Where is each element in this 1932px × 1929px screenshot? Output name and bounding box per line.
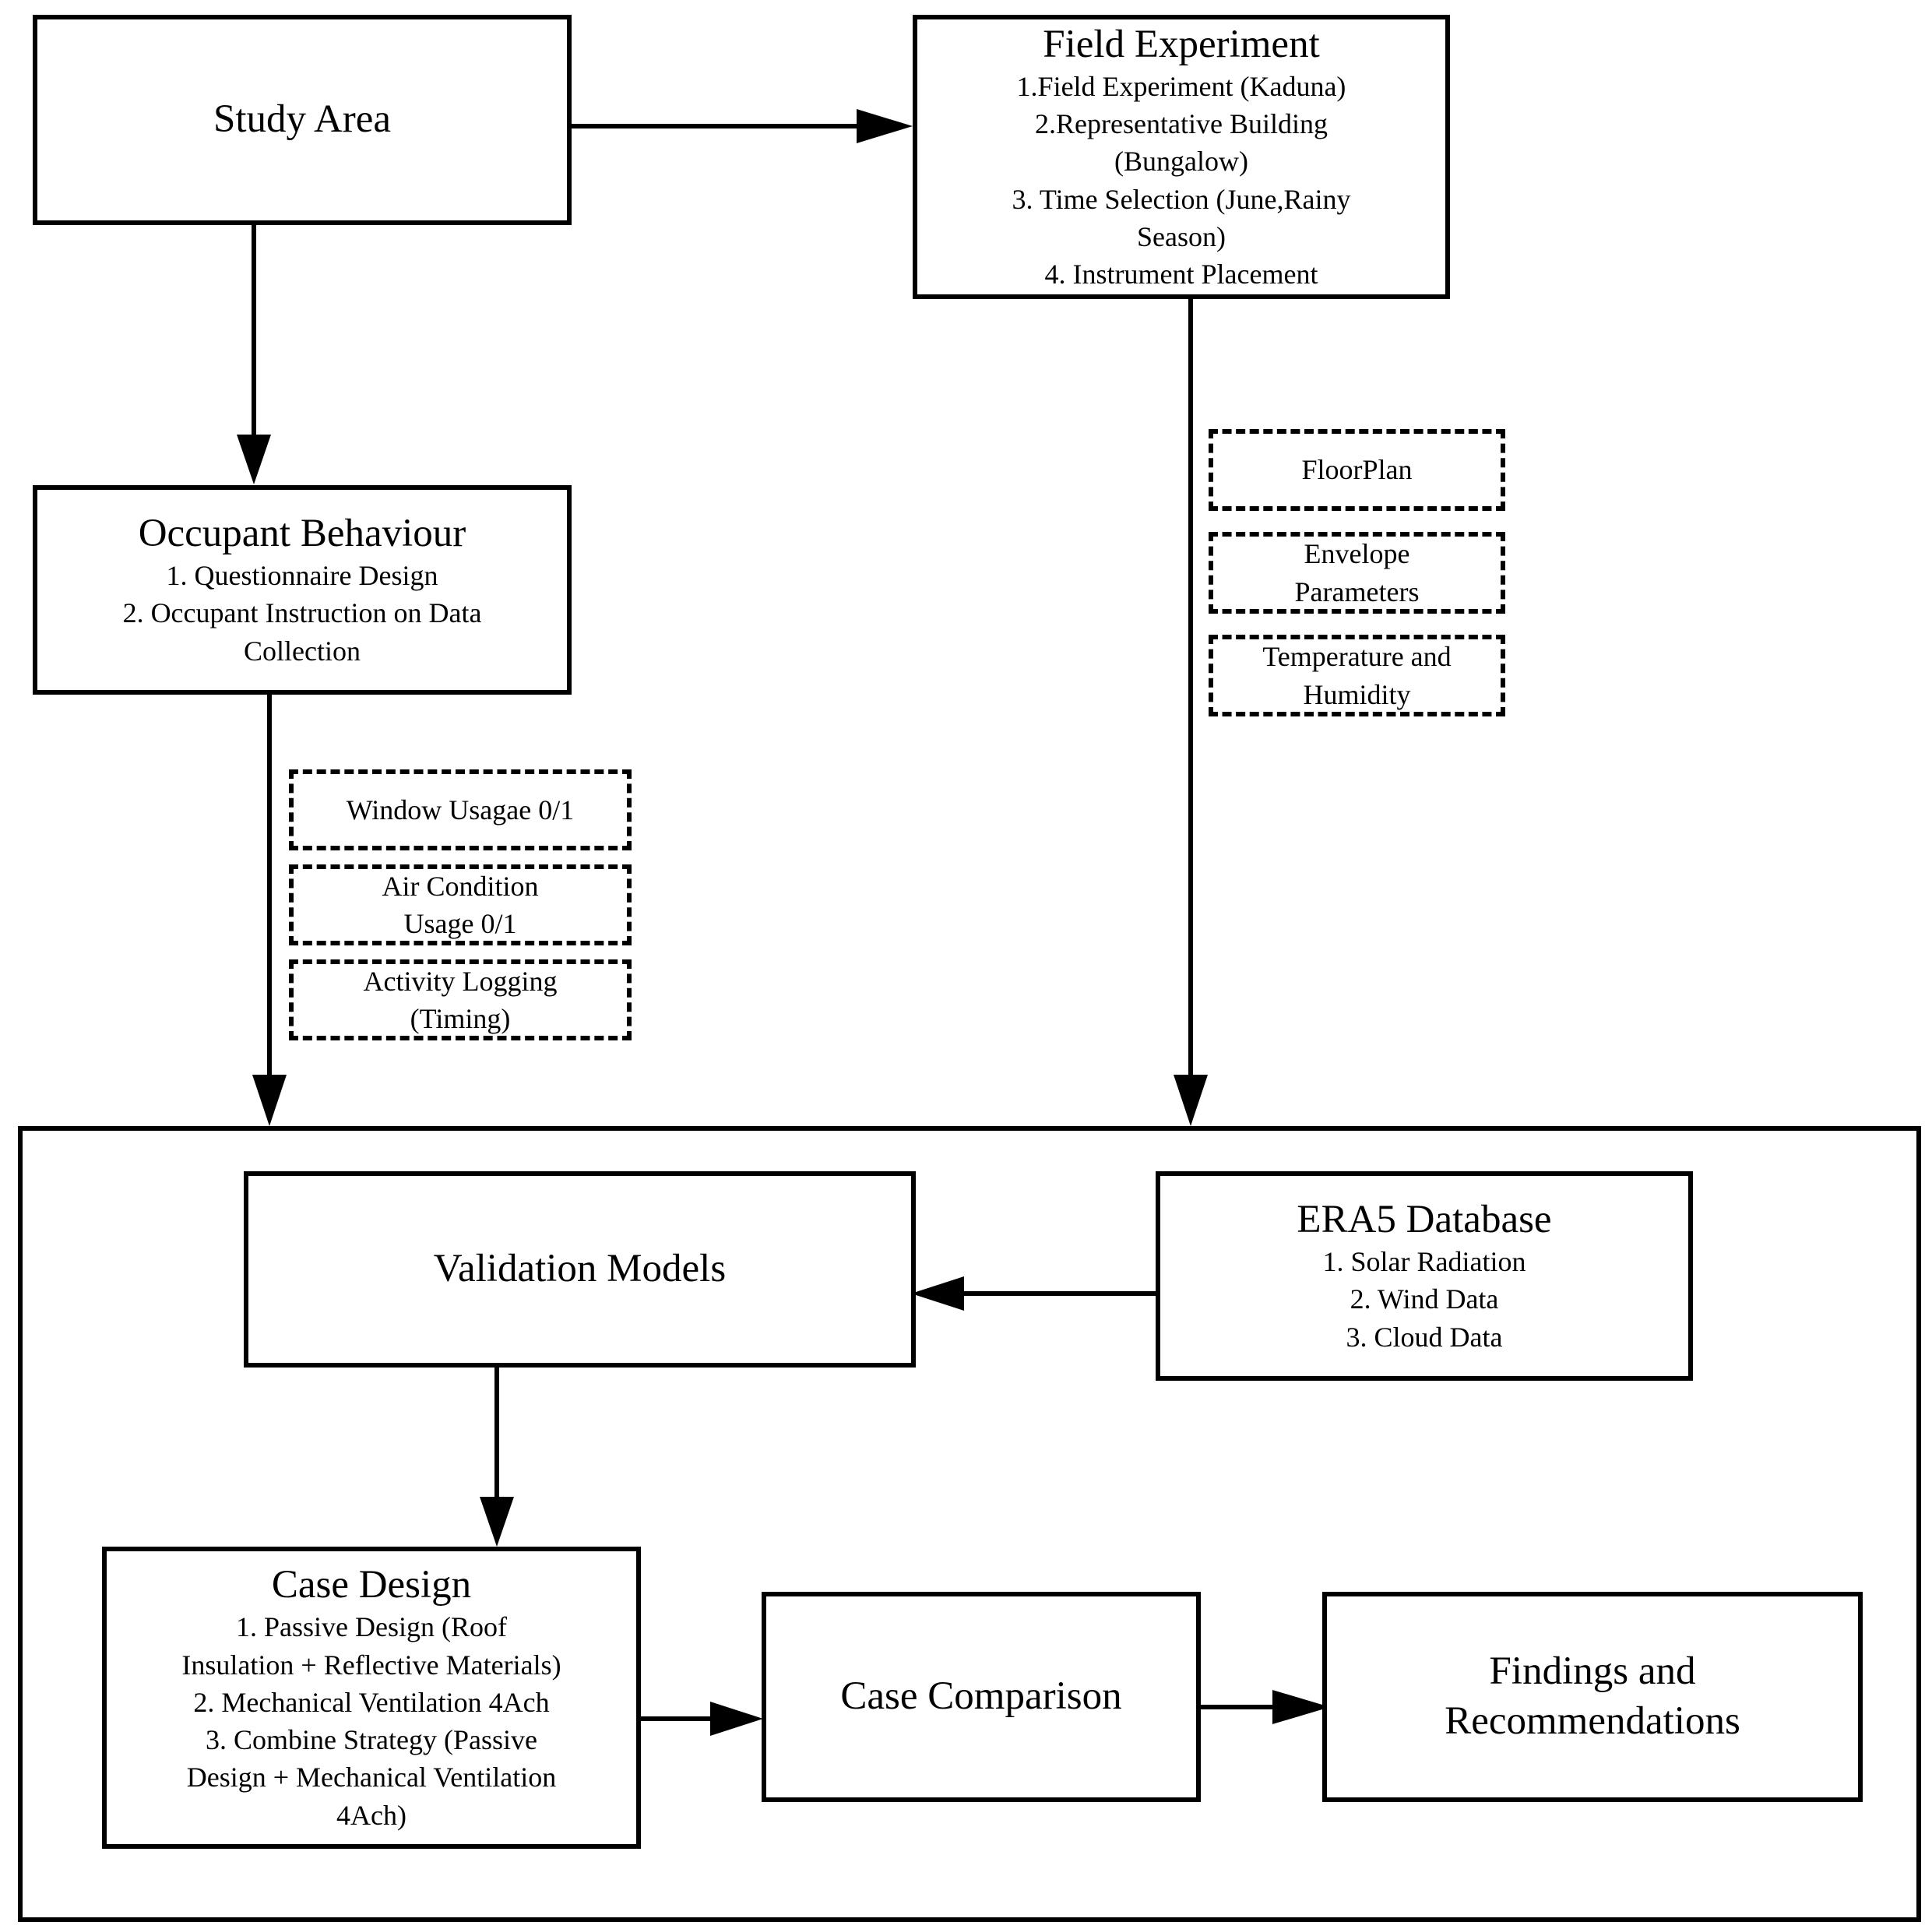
era5-database-item: 2. Wind Data bbox=[1350, 1283, 1499, 1315]
floor-plan-box: FloorPlan bbox=[1209, 429, 1505, 511]
case-comparison-title: Case Comparison bbox=[840, 1674, 1122, 1719]
air-condition-usage-label: Air Condition bbox=[382, 870, 539, 902]
validation-models-box: Validation Models bbox=[244, 1171, 916, 1368]
temperature-humidity-label: Temperature and bbox=[1262, 641, 1452, 673]
arrowhead bbox=[237, 435, 271, 484]
case-design-item: Insulation + Reflective Materials) bbox=[181, 1649, 561, 1681]
case-design-item: 2. Mechanical Ventilation 4Ach bbox=[193, 1686, 550, 1718]
study-area-box: Study Area bbox=[33, 15, 572, 225]
era5-database-title: ERA5 Database bbox=[1297, 1198, 1552, 1242]
case-design-item: 4Ach) bbox=[336, 1799, 406, 1831]
field-experiment-item: (Bungalow) bbox=[1114, 146, 1248, 178]
case-design-title: Case Design bbox=[271, 1563, 472, 1607]
validation-models-title: Validation Models bbox=[433, 1247, 727, 1291]
case-comparison-box: Case Comparison bbox=[762, 1592, 1201, 1802]
arrowhead bbox=[857, 109, 913, 143]
activity-logging-box: Activity Logging (Timing) bbox=[289, 959, 632, 1040]
temperature-humidity-box: Temperature and Humidity bbox=[1209, 635, 1505, 716]
field-experiment-item: 2.Representative Building bbox=[1035, 108, 1328, 140]
findings-recommendations-title: Recommendations bbox=[1445, 1699, 1740, 1743]
era5-database-item: 1. Solar Radiation bbox=[1322, 1246, 1526, 1278]
field-experiment-item: 1.Field Experiment (Kaduna) bbox=[1016, 70, 1346, 102]
case-design-item: 1. Passive Design (Roof bbox=[236, 1611, 507, 1643]
arrowhead bbox=[911, 1276, 964, 1311]
arrowhead bbox=[480, 1497, 514, 1547]
field-experiment-item: 3. Time Selection (June,Rainy bbox=[1012, 183, 1351, 215]
activity-logging-label: Activity Logging bbox=[363, 965, 558, 997]
window-usage-label: Window Usagae 0/1 bbox=[346, 794, 575, 825]
occupant-behaviour-item: 2. Occupant Instruction on Data bbox=[122, 597, 482, 629]
study-area-title: Study Area bbox=[213, 97, 392, 142]
case-design-box: Case Design 1. Passive Design (Roof Insu… bbox=[102, 1547, 641, 1849]
occupant-behaviour-title: Occupant Behaviour bbox=[138, 512, 466, 556]
era5-database-item: 3. Cloud Data bbox=[1346, 1321, 1503, 1353]
field-experiment-title: Field Experiment bbox=[1043, 22, 1320, 66]
window-usage-box: Window Usagae 0/1 bbox=[289, 769, 632, 850]
air-condition-usage-label: Usage 0/1 bbox=[403, 908, 517, 939]
simulation-framework-container bbox=[18, 1126, 1921, 1922]
air-condition-usage-box: Air Condition Usage 0/1 bbox=[289, 864, 632, 945]
envelope-parameters-label: Envelope bbox=[1304, 538, 1410, 570]
arrowhead bbox=[252, 1075, 287, 1126]
activity-logging-label: (Timing) bbox=[410, 1003, 511, 1034]
case-design-item: 3. Combine Strategy (Passive bbox=[206, 1724, 537, 1756]
occupant-behaviour-box: Occupant Behaviour 1. Questionnaire Desi… bbox=[33, 485, 572, 695]
arrowhead bbox=[1272, 1690, 1330, 1724]
floor-plan-label: FloorPlan bbox=[1301, 454, 1413, 486]
envelope-parameters-label: Parameters bbox=[1294, 576, 1420, 607]
findings-recommendations-title: Findings and bbox=[1489, 1649, 1696, 1694]
field-experiment-item: 4. Instrument Placement bbox=[1044, 259, 1318, 290]
findings-recommendations-box: Findings and Recommendations bbox=[1322, 1592, 1863, 1802]
temperature-humidity-label: Humidity bbox=[1303, 678, 1411, 710]
field-experiment-box: Field Experiment 1.Field Experiment (Kad… bbox=[913, 15, 1450, 299]
occupant-behaviour-item: 1. Questionnaire Design bbox=[166, 560, 438, 592]
arrowhead bbox=[710, 1702, 763, 1736]
arrowhead bbox=[1174, 1075, 1208, 1126]
case-design-item: Design + Mechanical Ventilation bbox=[186, 1762, 557, 1793]
era5-database-box: ERA5 Database 1. Solar Radiation 2. Wind… bbox=[1156, 1171, 1693, 1381]
occupant-behaviour-item: Collection bbox=[244, 635, 361, 667]
field-experiment-item: Season) bbox=[1137, 220, 1226, 252]
envelope-parameters-box: Envelope Parameters bbox=[1209, 532, 1505, 614]
